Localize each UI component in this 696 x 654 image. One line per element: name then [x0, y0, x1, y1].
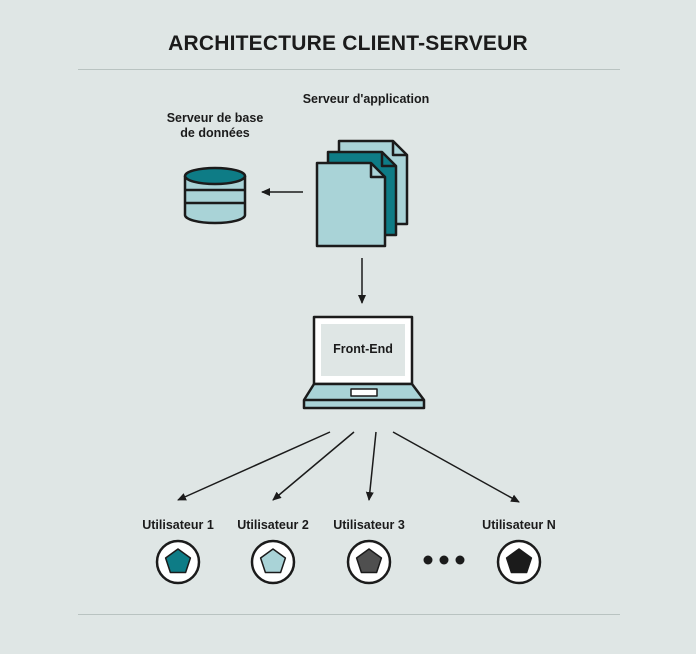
ellipsis-icon — [423, 555, 465, 565]
user-label-2: Utilisateur 2 — [237, 518, 309, 532]
pentagon-icon — [259, 548, 287, 574]
pentagon-icon — [505, 548, 533, 574]
user-label-n: Utilisateur N — [482, 518, 556, 532]
pentagon-icon — [355, 548, 383, 574]
database-label-line1: Serveur de base — [166, 111, 264, 125]
user-avatar-3 — [346, 539, 392, 585]
user-avatar-2 — [250, 539, 296, 585]
page-title: ARCHITECTURE CLIENT-SERVEUR — [168, 32, 528, 55]
user-avatar-1 — [155, 539, 201, 585]
database-label-line2: de données — [180, 126, 250, 140]
bottom-divider — [78, 614, 620, 615]
frontend-label: Front-End — [333, 342, 393, 356]
arrows-to-users — [177, 431, 520, 503]
documents-stack-icon — [315, 139, 409, 248]
top-divider — [78, 69, 620, 70]
pentagon-icon — [164, 548, 192, 574]
database-icon — [183, 166, 247, 225]
user-label-1: Utilisateur 1 — [142, 518, 214, 532]
user-avatar-n — [496, 539, 542, 585]
user-label-3: Utilisateur 3 — [333, 518, 405, 532]
laptop-icon — [302, 315, 426, 410]
app-server-label: Serveur d'application — [302, 92, 430, 106]
